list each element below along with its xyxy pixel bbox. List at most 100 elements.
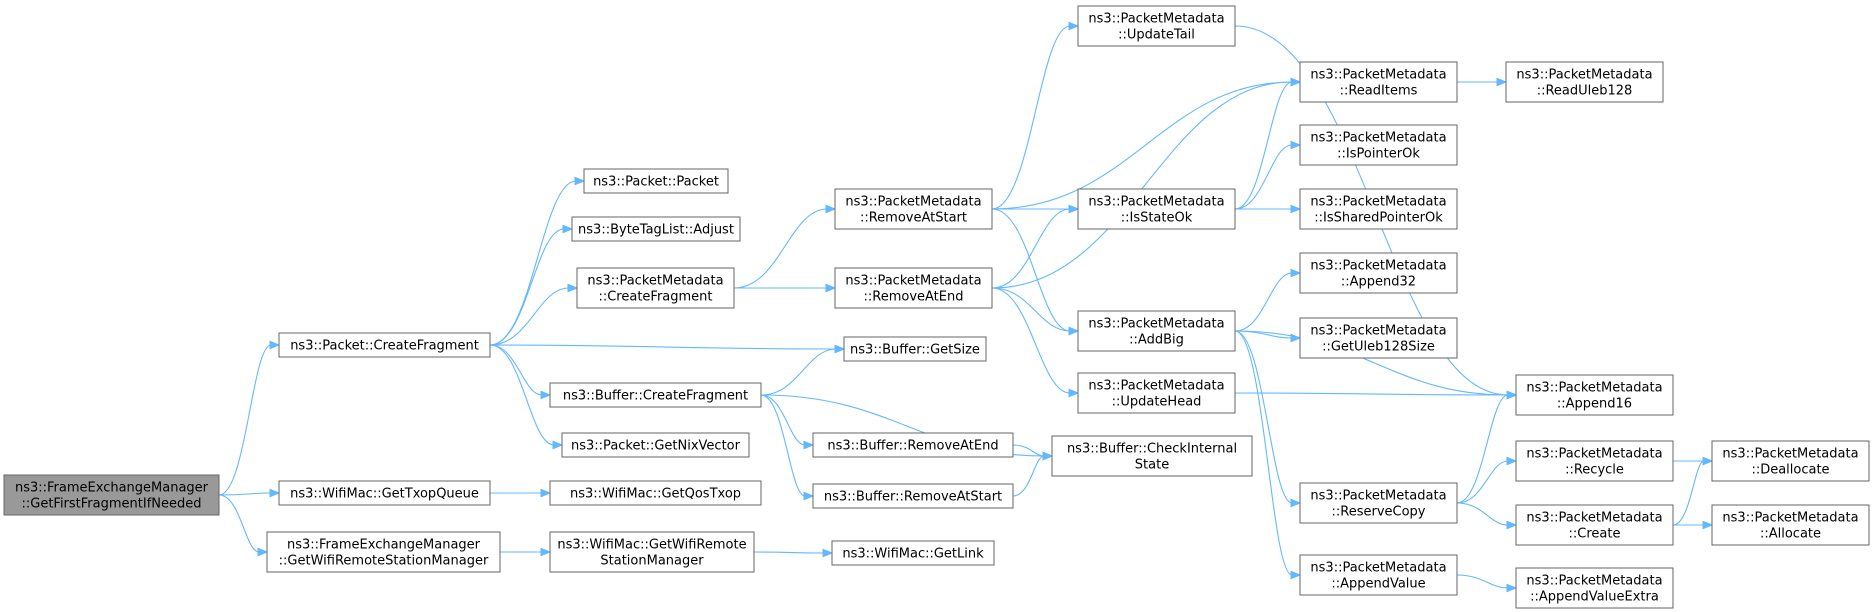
node-label: ns3::PacketMetadata xyxy=(1526,574,1662,589)
edge-line xyxy=(218,344,272,496)
node-label: ns3::Buffer::RemoveAtEnd xyxy=(827,439,998,454)
node-ns3-packetmetadata-createfragment[interactable]: ns3::PacketMetadata::CreateFragment xyxy=(576,267,735,309)
node-label: ::AddBig xyxy=(1129,333,1184,348)
node-ns3-packetmetadata-removeatend[interactable]: ns3::PacketMetadata::RemoveAtEnd xyxy=(834,267,993,309)
node-ns3-wifimac-getwifiremotestationmanager[interactable]: ns3::WifiMac::GetWifiRemoteStationManage… xyxy=(549,531,755,573)
node-label: ns3::WifiMac::GetWifiRemote xyxy=(557,538,746,553)
node-ns3-packetmetadata-readitems[interactable]: ns3::PacketMetadata::ReadItems xyxy=(1299,61,1458,103)
call-graph-edges xyxy=(218,21,1714,593)
node-box xyxy=(561,432,750,458)
node-ns3-packetmetadata-reservecopy[interactable]: ns3::PacketMetadata::ReserveCopy xyxy=(1299,482,1458,524)
node-ns3-packetmetadata-updatetail[interactable]: ns3::PacketMetadata::UpdateTail xyxy=(1077,5,1236,47)
edge-n20-to-n30 xyxy=(1234,390,1518,400)
edge-n11-to-n18 xyxy=(992,204,1080,214)
arrowhead xyxy=(1068,388,1080,398)
node-ns3-packetmetadata-isstateok[interactable]: ns3::PacketMetadata::IsStateOk xyxy=(1077,188,1236,230)
node-label: ns3::PacketMetadata xyxy=(1310,195,1446,210)
node-label: ns3::PacketMetadata xyxy=(1526,447,1662,462)
node-ns3-packetmetadata-getuleb128size[interactable]: ns3::PacketMetadata::GetUleb128Size xyxy=(1299,317,1458,359)
node-ns3-packetmetadata-append32[interactable]: ns3::PacketMetadata::Append32 xyxy=(1299,252,1458,294)
node-ns3-buffer-getsize[interactable]: ns3::Buffer::GetSize xyxy=(843,336,987,362)
edge-line xyxy=(991,25,1071,210)
node-ns3-packet-getnixvector[interactable]: ns3::Packet::GetNixVector xyxy=(561,432,750,458)
edge-n6-to-n12 xyxy=(734,283,837,293)
node-box xyxy=(278,332,491,358)
edge-n1-to-n13 xyxy=(489,344,846,354)
node-label: ::Allocate xyxy=(1760,527,1821,542)
node-label: ns3::PacketMetadata xyxy=(1310,324,1446,339)
edge-line xyxy=(489,344,555,446)
arrowhead xyxy=(257,547,269,557)
node-box xyxy=(266,531,501,573)
node-label: ns3::FrameExchangeManager xyxy=(287,538,481,553)
node-ns3-packetmetadata-recycle[interactable]: ns3::PacketMetadata::Recycle xyxy=(1515,440,1674,482)
node-ns3-wifimac-getlink[interactable]: ns3::WifiMac::GetLink xyxy=(831,540,995,566)
node-label: ns3::Buffer::CheckInternal xyxy=(1067,442,1237,457)
node-ns3-buffer-createfragment[interactable]: ns3::Buffer::CreateFragment xyxy=(549,382,762,408)
edge-line xyxy=(991,287,1071,394)
node-box xyxy=(1077,310,1236,352)
node-ns3-buffer-removeatstart[interactable]: ns3::Buffer::RemoveAtStart xyxy=(812,483,1014,509)
node-ns3-wifimac-getqostxop[interactable]: ns3::WifiMac::GetQosTxop xyxy=(549,480,762,506)
edge-n18-to-n23 xyxy=(1234,140,1302,210)
node-ns3-frameexchangemanager-getwifiremotestationmanager[interactable]: ns3::FrameExchangeManager::GetWifiRemote… xyxy=(266,531,501,573)
arrowhead xyxy=(825,283,837,293)
node-label: ns3::PacketMetadata xyxy=(1088,379,1224,394)
arrowhead xyxy=(574,176,586,186)
edge-n11-to-n19 xyxy=(991,208,1080,336)
edge-line xyxy=(753,551,825,554)
arrowhead xyxy=(540,488,552,498)
node-ns3-packetmetadata-readuleb128[interactable]: ns3::PacketMetadata::ReadUleb128 xyxy=(1505,61,1664,103)
node-box xyxy=(831,540,995,566)
node-ns3-packetmetadata-issharedpointerok[interactable]: ns3::PacketMetadata::IsSharedPointerOk xyxy=(1299,188,1458,230)
edge-n12-to-n19 xyxy=(991,287,1080,336)
arrowhead xyxy=(552,440,564,450)
edge-n3-to-n10 xyxy=(500,547,552,557)
node-ns3-packetmetadata-addbig[interactable]: ns3::PacketMetadata::AddBig xyxy=(1077,310,1236,352)
node-ns3-packetmetadata-ispointerok[interactable]: ns3::PacketMetadata::IsPointerOk xyxy=(1299,124,1458,166)
node-ns3-packetmetadata-create[interactable]: ns3::PacketMetadata::Create xyxy=(1515,504,1674,546)
node-label: ::RemoveAtStart xyxy=(860,211,967,226)
node-box xyxy=(1711,440,1870,482)
edge-line xyxy=(489,228,565,346)
node-ns3-packetmetadata-removeatstart[interactable]: ns3::PacketMetadata::RemoveAtStart xyxy=(834,188,993,230)
node-ns3-packetmetadata-appendvalue[interactable]: ns3::PacketMetadata::AppendValue xyxy=(1299,554,1458,596)
node-box xyxy=(1077,188,1236,230)
edge-n0-to-n1 xyxy=(218,340,281,496)
node-ns3-packetmetadata-deallocate[interactable]: ns3::PacketMetadata::Deallocate xyxy=(1711,440,1870,482)
node-label: ns3::Packet::CreateFragment xyxy=(290,339,479,354)
node-ns3-packetmetadata-updatehead[interactable]: ns3::PacketMetadata::UpdateHead xyxy=(1077,372,1236,414)
node-box xyxy=(571,216,741,242)
node-label: ::GetFirstFragmentIfNeeded xyxy=(21,497,201,512)
node-box xyxy=(843,336,987,362)
edge-line xyxy=(733,208,828,289)
node-label: ns3::PacketMetadata xyxy=(1088,317,1224,332)
arrowhead xyxy=(1290,498,1302,508)
edge-n18-to-n24 xyxy=(1235,204,1302,214)
edge-line xyxy=(489,180,577,346)
arrowhead xyxy=(1506,456,1518,466)
node-ns3-packetmetadata-append16[interactable]: ns3::PacketMetadata::Append16 xyxy=(1515,374,1674,416)
node-box xyxy=(812,432,1014,458)
node-ns3-packetmetadata-appendvalueextra[interactable]: ns3::PacketMetadata::AppendValueExtra xyxy=(1515,567,1674,609)
edge-n6-to-n11 xyxy=(733,204,837,289)
node-ns3-wifimac-gettxopqueue[interactable]: ns3::WifiMac::GetTxopQueue xyxy=(278,480,491,506)
arrowhead xyxy=(822,548,834,558)
node-ns3-packet-createfragment[interactable]: ns3::Packet::CreateFragment xyxy=(278,332,491,358)
edge-n2-to-n9 xyxy=(489,488,552,498)
node-label: ns3::PacketMetadata xyxy=(1516,68,1652,83)
node-ns3-packet-packet[interactable]: ns3::Packet::Packet xyxy=(583,168,729,194)
arrowhead xyxy=(1068,326,1080,336)
node-ns3-frameexchangemanager-getfirstfragmentifneeded[interactable]: ns3::FrameExchangeManager::GetFirstFragm… xyxy=(3,474,220,516)
node-box xyxy=(1299,188,1458,230)
node-ns3-bytetaglist-adjust[interactable]: ns3::ByteTagList::Adjust xyxy=(571,216,741,242)
edge-n7-to-n14 xyxy=(760,394,815,450)
edge-line xyxy=(218,492,272,496)
arrowhead xyxy=(1290,570,1302,580)
node-box xyxy=(812,483,1014,509)
node-ns3-buffer-removeatend[interactable]: ns3::Buffer::RemoveAtEnd xyxy=(812,432,1014,458)
node-ns3-packetmetadata-allocate[interactable]: ns3::PacketMetadata::Allocate xyxy=(1711,504,1870,546)
edge-n7-to-n13 xyxy=(760,344,846,396)
edge-line xyxy=(1456,502,1509,526)
